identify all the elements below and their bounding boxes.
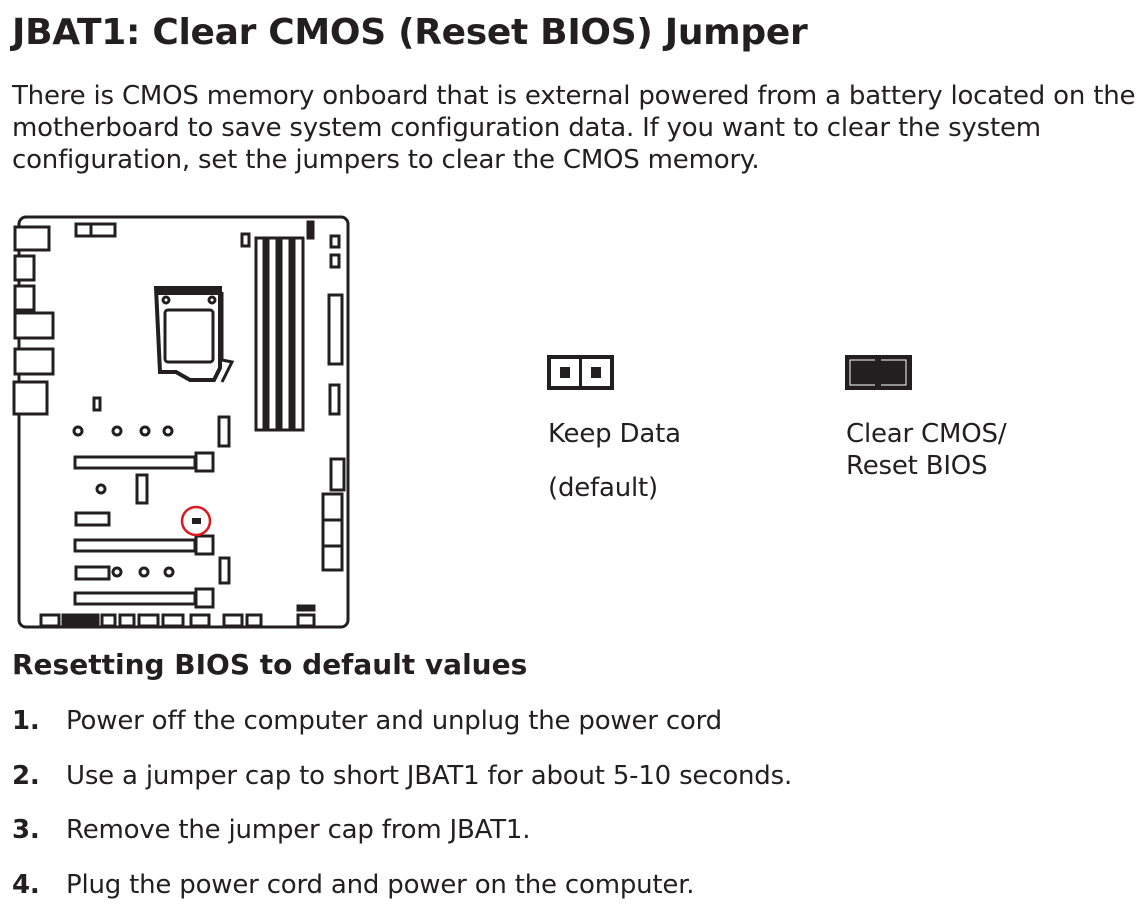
clear-cmos-label: Clear CMOS/ Reset BIOS [846,418,1006,482]
motherboard-diagram [0,210,360,635]
page-title: JBAT1: Clear CMOS (Reset BIOS) Jumper [12,12,807,53]
step-number: 1. [12,702,66,757]
step-number: 2. [12,757,66,812]
list-item: 2.Use a jumper cap to short JBAT1 for ab… [12,757,792,812]
clear-cmos-label-line2: Reset BIOS [846,450,1006,482]
bottom-headers [41,606,314,626]
board-outline [19,217,348,627]
dimm-slots [256,238,303,430]
jbat1-highlight [182,507,210,535]
step-number: 3. [12,811,66,866]
section-heading: Resetting BIOS to default values [12,648,527,681]
mount-holes [74,427,173,576]
step-text: Remove the jumper cap from JBAT1. [66,811,530,866]
step-text: Power off the computer and unplug the po… [66,702,722,757]
step-text: Plug the power cord and power on the com… [66,866,694,920]
clear-cmos-label-line1: Clear CMOS/ [846,418,1006,450]
list-item: 3.Remove the jumper cap from JBAT1. [12,811,792,866]
jumper-shorted-icon [845,355,912,390]
list-item: 4.Plug the power cord and power on the c… [12,866,792,920]
intro-paragraph: There is CMOS memory onboard that is ext… [12,80,1144,176]
step-text: Use a jumper cap to short JBAT1 for abou… [66,757,792,812]
rear-io-ports [14,227,53,414]
list-item: 1.Power off the computer and unplug the … [12,702,792,757]
steps-list: 1.Power off the computer and unplug the … [12,702,792,920]
keep-data-label: Keep Data [548,418,681,450]
jumper-open-icon [547,355,614,390]
cpu-socket [155,288,232,382]
keep-data-default-label: (default) [548,472,658,504]
step-number: 4. [12,866,66,920]
